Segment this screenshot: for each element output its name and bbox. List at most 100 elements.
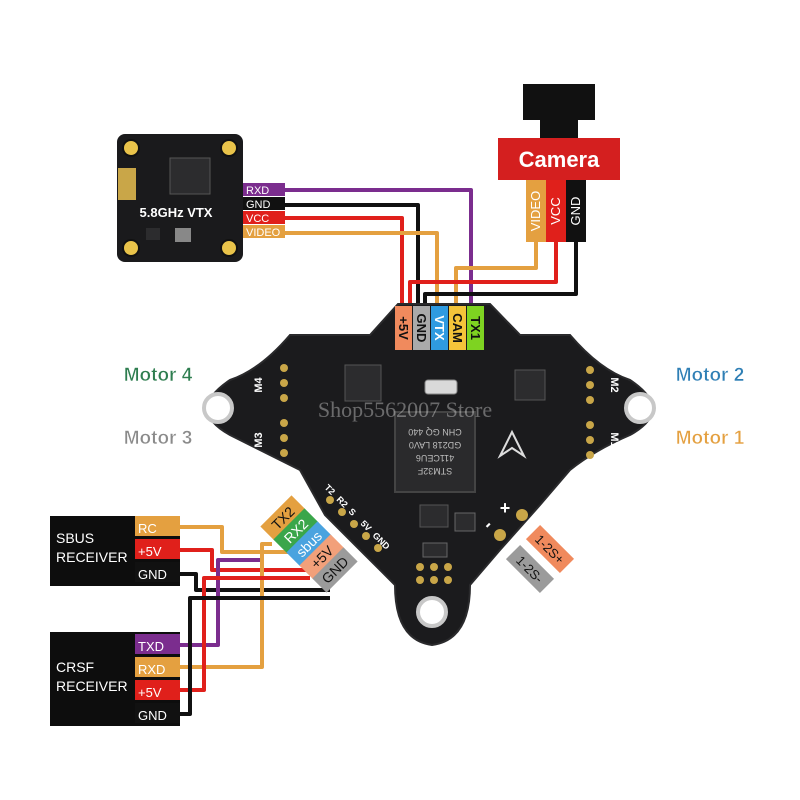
mount-hole-right <box>624 392 656 424</box>
camera-pin-label: VIDEO <box>528 191 543 231</box>
wire-crsf-5v <box>180 576 310 692</box>
wire-crsf-rxd <box>180 542 272 669</box>
camera-title: Camera <box>519 147 600 172</box>
sbus-pin-label: RC <box>138 521 157 536</box>
battery-tag-box <box>505 544 555 594</box>
wire-crsf-gnd <box>180 596 330 716</box>
sbus-pin-label: GND <box>138 567 167 582</box>
camera-module: Camera <box>498 84 620 180</box>
sbus-pin-labels: RC +5V GND <box>135 516 180 582</box>
wire-vtx-video <box>282 231 439 312</box>
motor-label: Motor 3 <box>124 428 193 449</box>
crsf-pin-label: GND <box>138 708 167 723</box>
vtx-pin-label: RXD <box>246 185 269 197</box>
camera-pin-labels: VIDEO VCC GND <box>526 180 586 242</box>
sbus-receiver-title-line1: SBUS <box>56 530 94 546</box>
wire-cam-vcc <box>408 240 558 312</box>
camera-pin-box <box>526 180 546 242</box>
side-tag-box <box>273 508 319 554</box>
crsf-pin-label: RXD <box>138 662 165 677</box>
crsf-pin-label: TXD <box>138 639 164 654</box>
wire-crsf-txd <box>180 558 260 647</box>
motor-label-box <box>669 360 751 388</box>
camera-body <box>540 118 578 140</box>
sbus-pin-box <box>135 539 180 559</box>
sbus-pin-label: +5V <box>138 544 162 559</box>
wire-vtx-vcc <box>282 216 404 312</box>
side-pads <box>326 496 382 552</box>
crsf-pin-box <box>135 634 180 654</box>
motor-pad-label-m2: M2 <box>608 377 620 392</box>
crsf-pin-labels: TXD RXD +5V GND <box>135 634 180 723</box>
top-pad-box <box>431 306 448 350</box>
vtx-antenna-connector <box>118 168 136 200</box>
battery-tag-box <box>525 524 575 574</box>
side-pad-label: S <box>347 506 358 517</box>
battery-plus-mark: + <box>500 498 511 518</box>
mount-hole-left <box>202 392 234 424</box>
camera-pin-label: GND <box>568 197 583 226</box>
motor-label: Motor 2 <box>676 365 745 386</box>
motor-label: Motor 1 <box>676 428 745 449</box>
crsf-receiver-title-line2: RECEIVER <box>56 678 128 694</box>
motor-label-box <box>117 423 199 451</box>
camera-title-box <box>498 138 620 180</box>
wire-vtx-rxd <box>282 188 473 312</box>
motor-pads-right <box>586 366 594 459</box>
vtx-pin-label: VCC <box>246 213 269 225</box>
wire-cam-gnd <box>423 230 578 312</box>
camera-pin-label: VCC <box>548 197 563 224</box>
wires <box>180 188 578 716</box>
side-tag-box <box>260 495 306 541</box>
vtx-pin-label: GND <box>246 199 271 211</box>
sbus-pin-box <box>135 516 180 536</box>
watermark-text: Shop5562007 Store <box>318 397 492 422</box>
top-pad-label: GND <box>414 314 429 343</box>
top-pad-box <box>467 306 484 350</box>
fc-battery-tags: 1-2S+1-2S- <box>505 524 575 594</box>
vtx-pin-box <box>243 197 285 210</box>
sbus-receiver-title-line2: RECEIVER <box>56 549 128 565</box>
mcu-chip <box>394 411 476 493</box>
top-pad-box <box>413 306 430 350</box>
motor-pad-label-m1: M1 <box>608 432 620 447</box>
motor-label-box <box>669 423 751 451</box>
component-crystal <box>424 379 458 395</box>
vtx-pin-box <box>243 211 285 224</box>
motor-label: Motor 4 <box>124 365 193 386</box>
battery-pad-minus <box>494 529 506 541</box>
wire-cam-video <box>454 240 538 312</box>
side-tag-box <box>299 534 345 580</box>
motor-pad-label-m3: M3 <box>253 432 265 447</box>
component-regulator <box>419 504 449 528</box>
chip-text-line: CHN GQ 440 <box>408 427 462 437</box>
motor-pads-left <box>280 364 288 457</box>
top-pad-label: +5V <box>396 316 411 340</box>
top-pad-label: CAM <box>450 313 465 343</box>
battery-tag: 1-2S- <box>505 544 555 594</box>
vtx-pin-label: VIDEO <box>246 227 281 239</box>
chip-text-line: GD218 LAV0 <box>409 440 461 450</box>
vtx-pin-labels: RXD GND VCC VIDEO <box>243 183 285 239</box>
mount-hole-bottom <box>416 596 448 628</box>
vtx-chip <box>169 157 211 195</box>
motor-label-box <box>117 360 199 388</box>
component-ic-right <box>514 369 546 401</box>
top-pad-label: TX1 <box>468 316 483 340</box>
component-cap <box>454 512 476 532</box>
crsf-pin-label: +5V <box>138 685 162 700</box>
top-pad-box <box>395 306 412 350</box>
camera-pin-box <box>566 180 586 242</box>
crsf-pin-box <box>135 680 180 700</box>
component-ic-left <box>344 364 382 402</box>
wire-vtx-gnd <box>282 203 420 312</box>
vtx-pin-box <box>243 225 285 238</box>
direction-arrow-logo <box>497 429 527 459</box>
vtx-pin-box <box>243 183 285 196</box>
vtx-module: 5.8GHz VTX <box>117 134 243 262</box>
